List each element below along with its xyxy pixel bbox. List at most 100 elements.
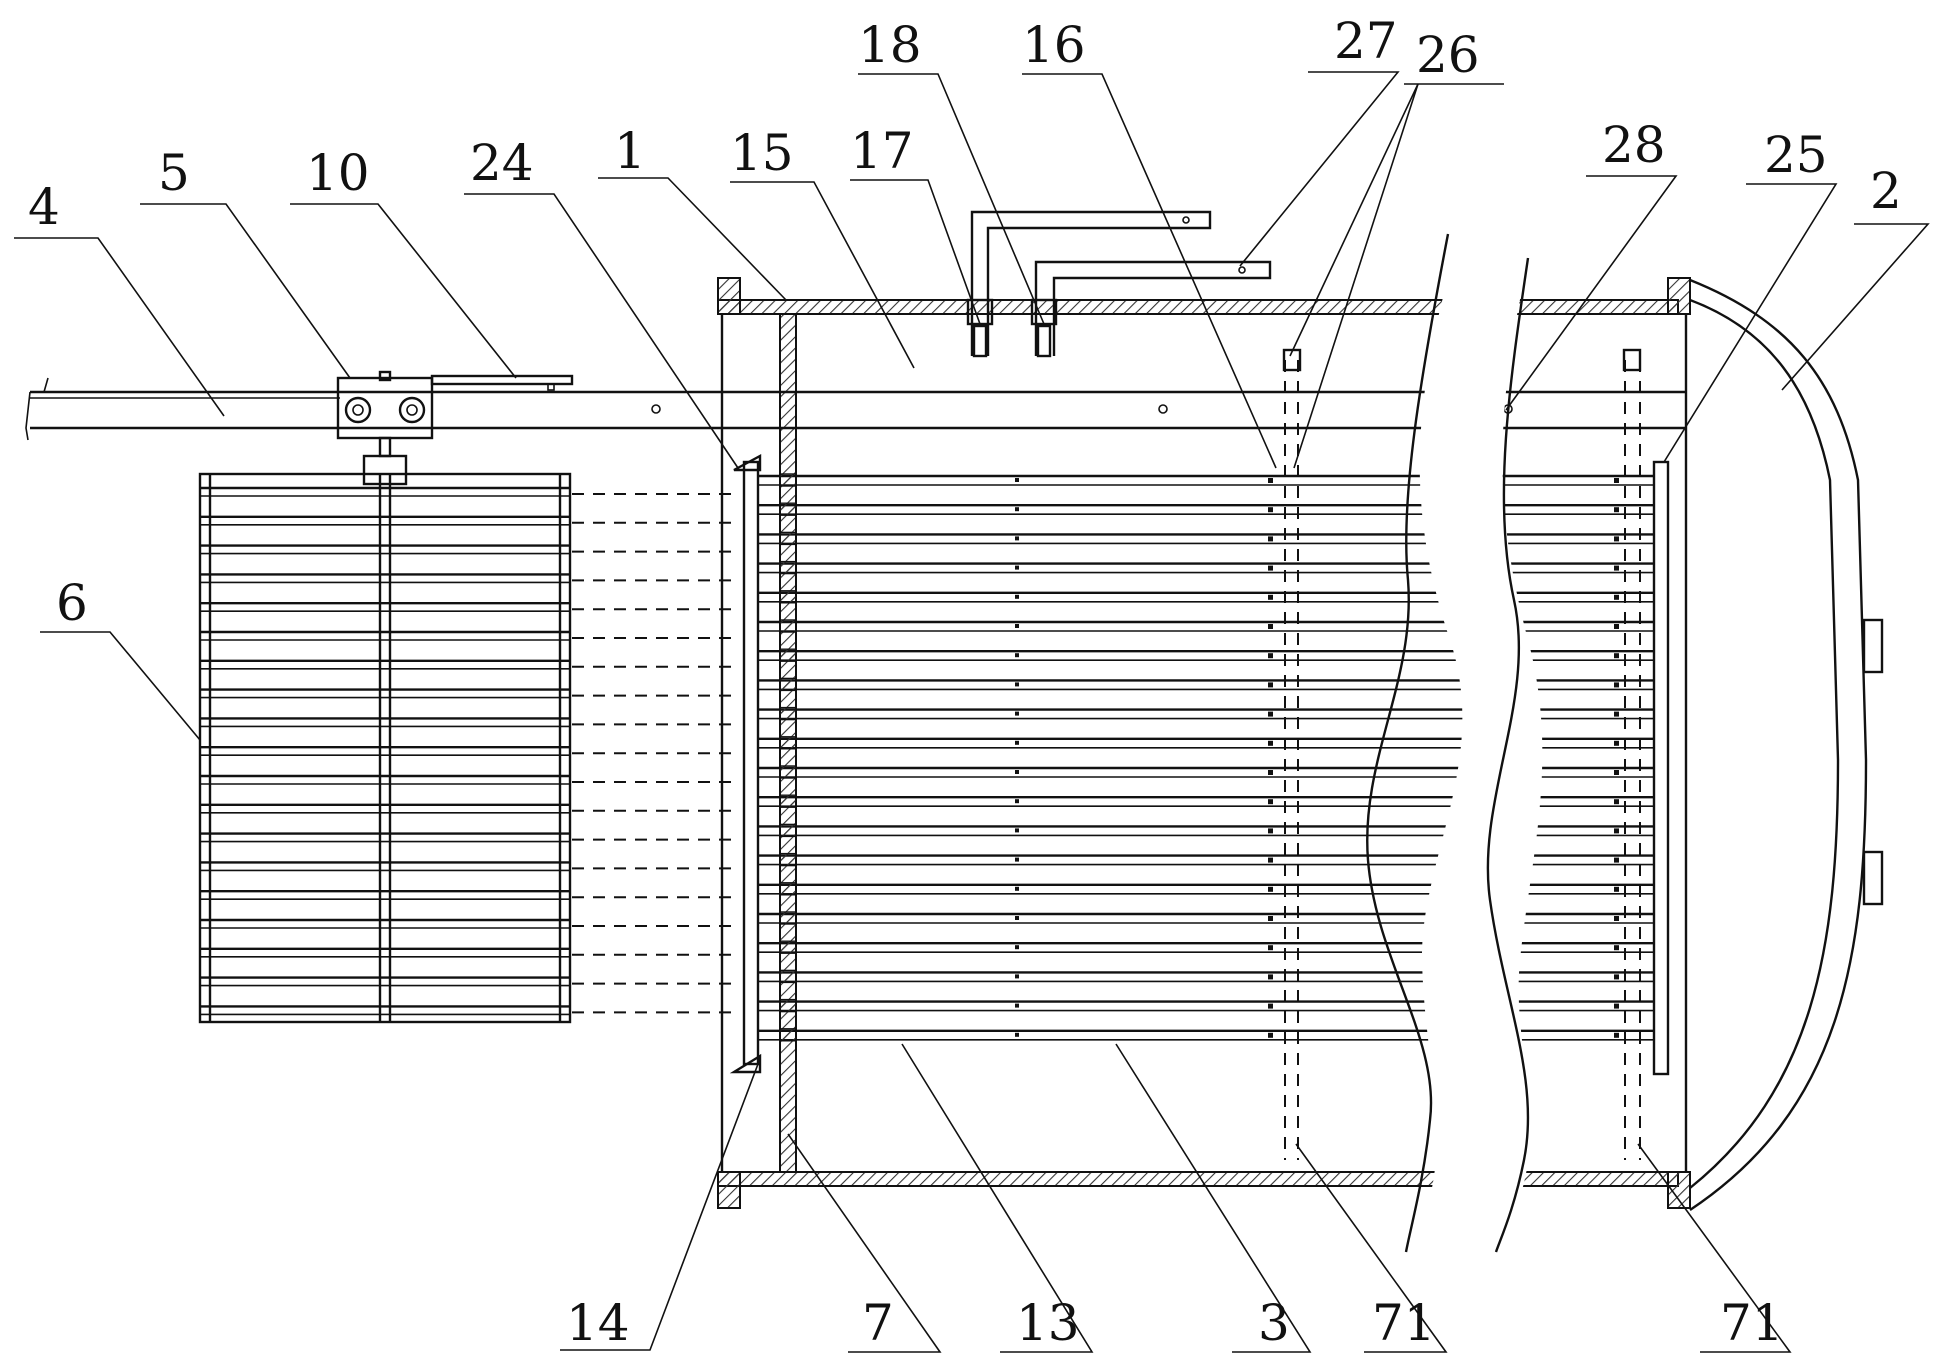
rod-joint (1614, 1032, 1619, 1038)
rod-joint (1015, 828, 1019, 833)
rod-joint (1614, 1003, 1619, 1009)
trolley-hanger (378, 436, 392, 458)
rod-joint (1614, 770, 1619, 775)
rod-joint (1614, 478, 1619, 483)
guide-rail (25, 377, 1686, 441)
rod-joint (1015, 945, 1019, 950)
rod-joint (1614, 740, 1619, 746)
rod-joint (1268, 799, 1273, 805)
left-end-plate (729, 453, 762, 1074)
rod-joint (1268, 1032, 1273, 1038)
label-15: 15 (730, 124, 794, 182)
tray-basket (198, 472, 572, 1024)
label-18: 18 (858, 16, 922, 74)
rod-joint (1614, 945, 1619, 951)
rod-support-block (779, 823, 797, 838)
rod-joint (1015, 740, 1019, 745)
label-3: 3 (1258, 1294, 1290, 1352)
vessel-top-wall (717, 299, 1679, 315)
trolley-hook (362, 454, 408, 486)
rod-joint (1015, 1003, 1019, 1008)
rod-joint (1268, 857, 1273, 863)
pipe-18 (1034, 260, 1272, 356)
rod-joint (1015, 770, 1019, 774)
rod-joint (1015, 974, 1019, 979)
rod-joint (1614, 711, 1619, 717)
label-1: 1 (614, 122, 646, 180)
vessel-body (717, 277, 1691, 1209)
support-dashes (1282, 348, 1642, 1160)
label-26: 26 (1416, 26, 1480, 84)
rod-joint (1268, 682, 1273, 688)
rod-joint (1015, 478, 1019, 482)
label-71-right: 71 (1720, 1294, 1784, 1352)
rod-support-block (779, 765, 797, 779)
label-71-left: 71 (1372, 1294, 1436, 1352)
left-flange-bottom (717, 1171, 741, 1209)
rod-joint (1015, 536, 1019, 541)
rod-support-block (779, 473, 797, 487)
rod-joint (1268, 974, 1273, 980)
rod-support-block (779, 911, 797, 925)
label-13: 13 (1016, 1294, 1080, 1352)
rod-joint (1015, 653, 1019, 658)
door-hinge-upper (1862, 618, 1884, 674)
label-10: 10 (306, 144, 370, 202)
rod-support-block (779, 998, 797, 1013)
rod-joint (1614, 594, 1619, 600)
inlet-pipes (966, 210, 1272, 358)
break-region (1366, 233, 1543, 1253)
rod-support-block (779, 531, 797, 546)
rod-joint (1015, 711, 1019, 716)
rod-joint (1268, 740, 1273, 746)
rod-joint (1614, 886, 1619, 892)
pipe-17 (970, 210, 1212, 356)
rod-support-block (779, 706, 797, 721)
rod-joint (1268, 770, 1273, 775)
rod-joint (1268, 653, 1273, 659)
rod-joint (1268, 886, 1273, 892)
rod-joint (1614, 974, 1619, 980)
label-6: 6 (56, 574, 88, 632)
right-flange-top (1667, 277, 1691, 315)
rod-joint (1268, 711, 1273, 717)
rod-joint (1614, 682, 1619, 688)
rod-joint (1614, 507, 1619, 513)
trolley (336, 370, 574, 486)
rod-support-block (779, 852, 797, 867)
rod-joint (1015, 857, 1019, 862)
right-end-plate (1652, 460, 1670, 1076)
rod-joint (1015, 1032, 1019, 1037)
rod-support-block (779, 677, 797, 692)
trolley-wheel-right (398, 396, 426, 424)
rod-joint (1614, 799, 1619, 805)
label-17: 17 (850, 122, 914, 180)
rod-joint (1015, 594, 1019, 599)
label-25: 25 (1764, 126, 1828, 184)
rod-joint (1614, 916, 1619, 921)
trolley-wheel-left (344, 396, 372, 424)
rod-joint (1015, 565, 1019, 570)
left-flange-top (717, 277, 741, 315)
rod-joint (1614, 565, 1619, 571)
end-cap-door (1689, 278, 1884, 1211)
rod-joint (1268, 916, 1273, 921)
label-7: 7 (862, 1294, 894, 1352)
rod-joint (1268, 594, 1273, 600)
rod-support-block (779, 502, 797, 516)
rod-joint (1015, 624, 1019, 628)
support-bracket (1622, 348, 1642, 372)
rod-support-block (779, 940, 797, 954)
trolley-arm (430, 374, 574, 386)
rod-joint (1268, 507, 1273, 513)
rod-joint (1614, 536, 1619, 542)
rod-support-block (779, 590, 797, 604)
rod-support-block (779, 736, 797, 750)
rod-joint (1268, 828, 1273, 834)
label-24: 24 (470, 134, 534, 192)
rod-joint (1268, 478, 1273, 483)
rod-joint (1268, 945, 1273, 951)
label-27: 27 (1334, 12, 1398, 70)
right-flange-bottom (1667, 1171, 1691, 1209)
